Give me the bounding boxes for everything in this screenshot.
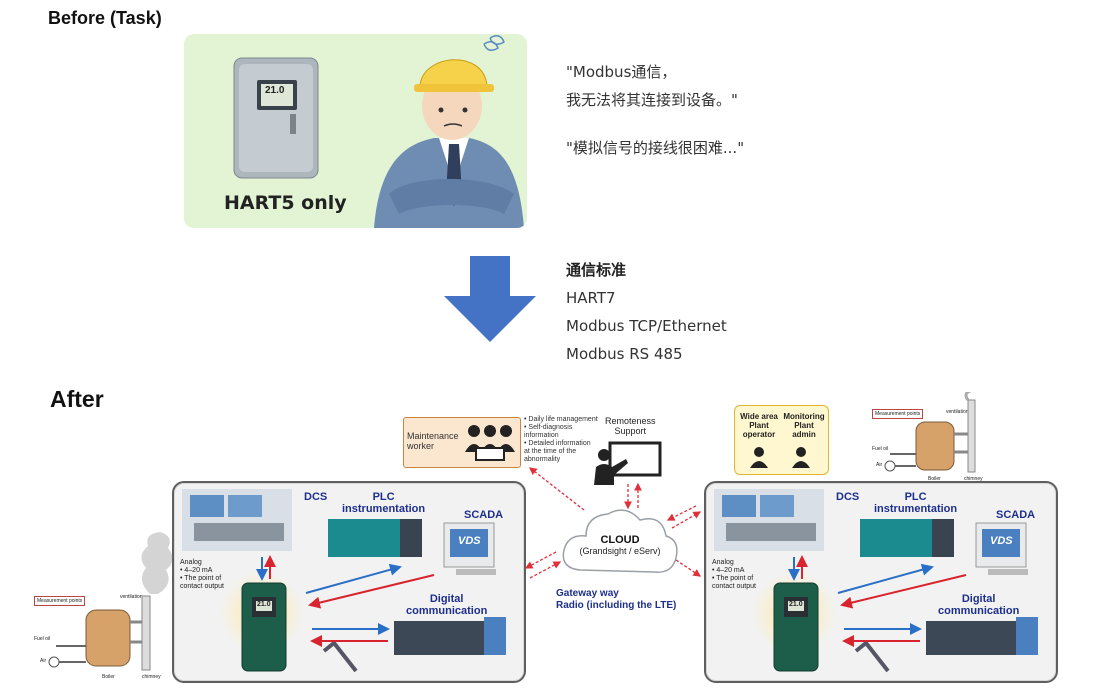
- standard-item: Modbus RS 485: [566, 345, 683, 363]
- scada-label: SCADA: [464, 509, 504, 521]
- cloud-title: CLOUD: [600, 534, 640, 546]
- digital-communication-label: Digital communication: [938, 593, 1019, 617]
- system-panel-left: DCS PLC instrumentation SCADA VDS Analog…: [172, 481, 526, 683]
- scada-logo: VDS: [458, 535, 481, 547]
- admin-label: admin: [792, 430, 816, 439]
- boiler-label: Boiler: [928, 476, 941, 482]
- panel-graphics: [714, 489, 1038, 673]
- admin-label: Monitoring: [783, 412, 825, 421]
- operator-box: Wide area Plant operator Monitoring Plan…: [734, 405, 829, 475]
- note-line: • Detailed information: [524, 440, 591, 447]
- admin-label: Plant: [794, 421, 814, 430]
- standard-item: Modbus TCP/Ethernet: [566, 317, 727, 335]
- note-line: • Self-diagnosis: [524, 424, 573, 431]
- standard-item: HART7: [566, 289, 616, 307]
- fuel-oil-label: Fuel oil: [872, 446, 889, 452]
- quote-line-3: "模拟信号的接线很困难...": [566, 139, 745, 157]
- dcs-label: DCS: [304, 491, 328, 503]
- analog-line: • 4–20 mA: [180, 567, 213, 574]
- smoke-left: [141, 532, 173, 594]
- analog-line: Analog: [712, 559, 734, 566]
- analog-line: contact output: [180, 583, 224, 590]
- analog-line: • The point of: [180, 575, 222, 582]
- remote-label-line: Remoteness: [605, 416, 656, 426]
- plc-label-line: instrumentation: [874, 503, 958, 515]
- operator-label: Plant: [749, 421, 769, 430]
- analog-label: Analog • 4–20 mA • The point of contact …: [712, 559, 756, 591]
- ventilation-label: ventilation: [120, 594, 143, 600]
- note-line: information: [524, 432, 559, 439]
- hart5-label: HART5 only: [224, 192, 347, 214]
- gateway-line: Gateway way: [556, 588, 619, 599]
- scada-label: SCADA: [996, 509, 1036, 521]
- note-line: at the time of the: [524, 448, 577, 455]
- maintenance-notes: • Daily life management • Self-diagnosis…: [524, 416, 598, 464]
- remote-support-icon: [594, 441, 662, 485]
- ventilation-label: ventilation: [946, 409, 969, 415]
- plant-left: Measurement points ventilation Fuel oil …: [30, 592, 172, 688]
- digital-line: communication: [406, 605, 488, 617]
- device-reading: 21.0: [789, 601, 803, 608]
- plc-label: PLC instrumentation: [342, 491, 425, 515]
- analog-line: Analog: [180, 559, 202, 566]
- plant-right: Measurement points ventilation Fuel oil …: [870, 392, 990, 484]
- fuel-oil-label: Fuel oil: [34, 636, 51, 642]
- cloud-text: CLOUD (Grandsight / eServ): [562, 534, 678, 556]
- maintenance-label: worker: [407, 441, 435, 451]
- boiler-graphic: [884, 392, 976, 473]
- digital-line: communication: [938, 605, 1020, 617]
- plc-label-line: PLC: [372, 491, 395, 503]
- air-label: Air: [876, 462, 883, 468]
- operator-person-icons: [750, 447, 810, 468]
- plc-label-line: instrumentation: [342, 503, 426, 515]
- chimney-label: chimney: [142, 674, 161, 680]
- remote-label-line: Support: [614, 426, 647, 436]
- before-device-reading: 21.0: [265, 85, 285, 96]
- standards-list: 通信标准 HART7 Modbus TCP/Ethernet Modbus RS…: [566, 256, 727, 368]
- measurement-points-label: Measurement points: [34, 596, 86, 606]
- chimney-label: chimney: [964, 476, 983, 482]
- device-reading: 21.0: [257, 601, 271, 608]
- gateway-label: Gateway way Radio (including the LTE): [556, 588, 676, 612]
- remote-support-label: Remoteness Support: [605, 416, 656, 436]
- dcs-label: DCS: [836, 491, 860, 503]
- before-illustration-graphic: [233, 35, 524, 228]
- scada-logo: VDS: [990, 535, 1013, 547]
- plc-label-line: PLC: [904, 491, 927, 503]
- operator-label: operator: [742, 430, 776, 439]
- maintenance-box: Maintenance worker: [403, 417, 521, 468]
- gateway-line: Radio (including the LTE): [556, 600, 677, 611]
- before-quotes: "Modbus通信， 我无法将其连接到设备。" "模拟信号的接线很困难...": [566, 58, 744, 162]
- analog-label: Analog • 4–20 mA • The point of contact …: [180, 559, 224, 591]
- operator-label: Wide area: [740, 412, 778, 421]
- down-arrow-icon: [444, 256, 536, 342]
- air-label: Air: [40, 658, 47, 664]
- digital-communication-label: Digital communication: [406, 593, 487, 617]
- system-panel-right: DCS PLC instrumentation SCADA VDS Analog…: [704, 481, 1058, 683]
- workers-icon: [465, 425, 515, 461]
- note-line: • Daily life management: [524, 416, 598, 423]
- plc-label: PLC instrumentation: [874, 491, 957, 515]
- after-title: After: [50, 386, 104, 412]
- cloud-subtitle: (Grandsight / eServ): [579, 546, 661, 556]
- cloud-icon: [562, 509, 678, 573]
- standards-heading: 通信标准: [566, 261, 627, 279]
- note-line: abnormality: [524, 456, 561, 463]
- digital-line: Digital: [961, 593, 996, 605]
- boiler-graphic: [48, 595, 151, 671]
- analog-line: • The point of: [712, 575, 754, 582]
- boiler-label: Boiler: [102, 674, 115, 680]
- before-title: Before (Task): [48, 8, 162, 28]
- measurement-points-label: Measurement points: [872, 409, 924, 419]
- quote-line-2: 我无法将其连接到设备。": [566, 91, 738, 109]
- panel-graphics: [182, 489, 506, 673]
- quote-line-1: "Modbus通信，: [566, 63, 677, 81]
- before-illustration: 21.0 HART5 only: [184, 34, 527, 228]
- maintenance-label: Maintenance: [407, 431, 459, 441]
- digital-line: Digital: [429, 593, 464, 605]
- analog-line: contact output: [712, 583, 756, 590]
- analog-line: • 4–20 mA: [712, 567, 745, 574]
